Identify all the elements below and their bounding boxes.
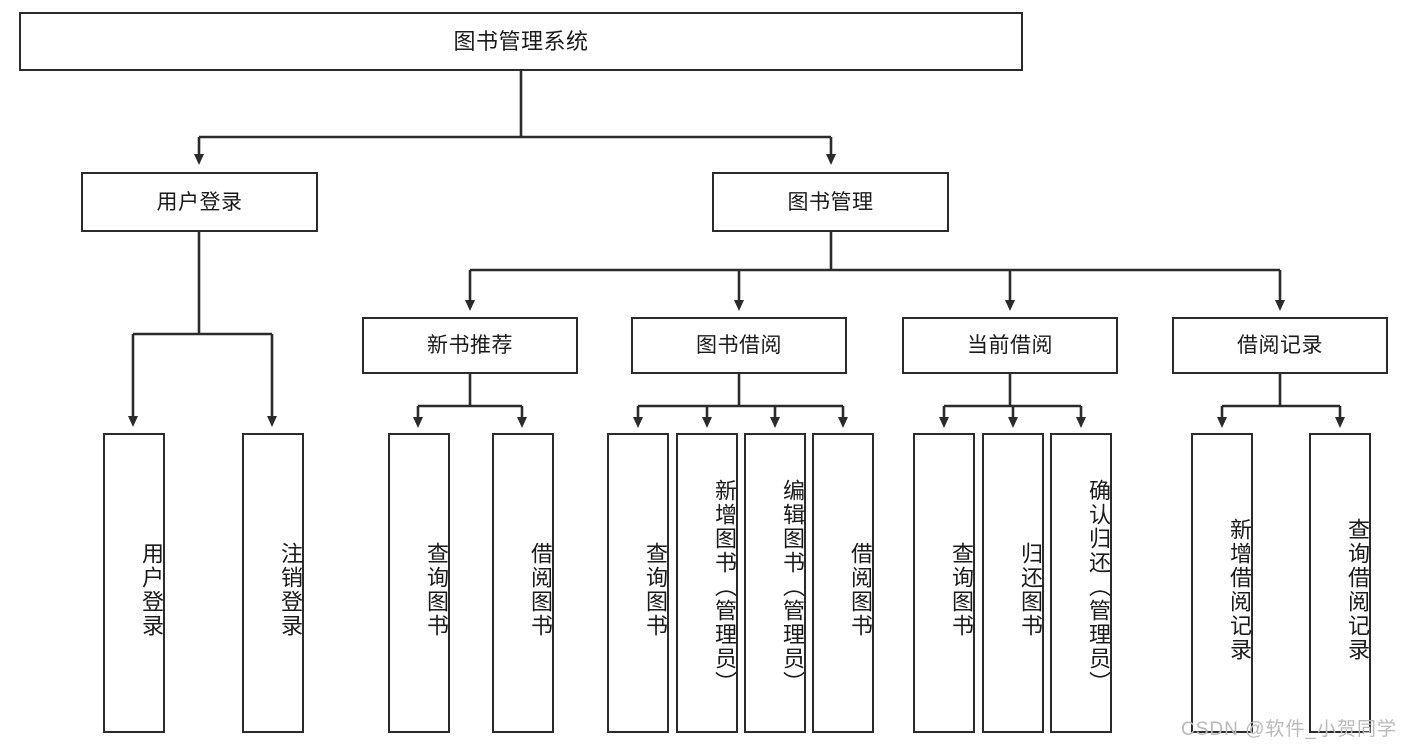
node-borrow-record[interactable]: 借阅记录	[1172, 317, 1388, 374]
node-label: 图书管理系统	[453, 28, 589, 54]
leaf-borrow-book-newbook[interactable]: 借阅图书	[492, 433, 554, 733]
leaf-confirm-return-admin[interactable]: 确认归还（管理员）	[1050, 433, 1112, 733]
leaf-user-login[interactable]: 用户登录	[103, 433, 165, 733]
node-label: 用户登录	[156, 190, 243, 214]
node-label: 借阅图书	[848, 542, 873, 638]
node-new-book-recommend[interactable]: 新书推荐	[362, 317, 578, 374]
leaf-edit-book-admin[interactable]: 编辑图书（管理员）	[744, 433, 806, 733]
node-label: 确认归还（管理员）	[1086, 479, 1111, 695]
leaf-borrow-book-borrow[interactable]: 借阅图书	[812, 433, 874, 733]
leaf-add-borrow-record[interactable]: 新增借阅记录	[1191, 433, 1253, 733]
leaf-add-book-admin[interactable]: 新增图书（管理员）	[676, 433, 738, 733]
node-label: 新书推荐	[427, 334, 513, 357]
node-label: 当前借阅	[967, 334, 1053, 357]
node-label: 归还图书	[1018, 542, 1043, 638]
node-book-manage[interactable]: 图书管理	[712, 172, 949, 232]
node-user-login[interactable]: 用户登录	[81, 172, 318, 232]
node-label: 编辑图书（管理员）	[780, 479, 805, 695]
node-current-borrow[interactable]: 当前借阅	[902, 317, 1118, 374]
node-label: 查询借阅记录	[1345, 518, 1370, 662]
node-label: 查询图书	[949, 542, 974, 638]
csdn-watermark: CSDN @软件_小贺同学	[1181, 719, 1397, 740]
leaf-query-book-current[interactable]: 查询图书	[913, 433, 975, 733]
node-label: 借阅图书	[528, 542, 553, 638]
node-label: 图书借阅	[696, 334, 782, 357]
node-label: 新增图书（管理员）	[712, 479, 737, 695]
node-label: 查询图书	[643, 542, 668, 638]
node-label: 借阅记录	[1237, 334, 1323, 357]
leaf-user-logout[interactable]: 注销登录	[242, 433, 304, 733]
leaf-query-book-borrow[interactable]: 查询图书	[607, 433, 669, 733]
leaf-query-borrow-record[interactable]: 查询借阅记录	[1309, 433, 1371, 733]
leaf-query-book-newbook[interactable]: 查询图书	[388, 433, 450, 733]
node-book-borrow[interactable]: 图书借阅	[631, 317, 847, 374]
node-label: 新增借阅记录	[1227, 518, 1252, 662]
node-root-library-system[interactable]: 图书管理系统	[19, 12, 1023, 71]
node-label: 图书管理	[787, 190, 874, 214]
node-label: 查询图书	[424, 542, 449, 638]
node-label: 用户登录	[139, 542, 164, 638]
leaf-return-book[interactable]: 归还图书	[982, 433, 1044, 733]
node-label: 注销登录	[278, 542, 303, 638]
